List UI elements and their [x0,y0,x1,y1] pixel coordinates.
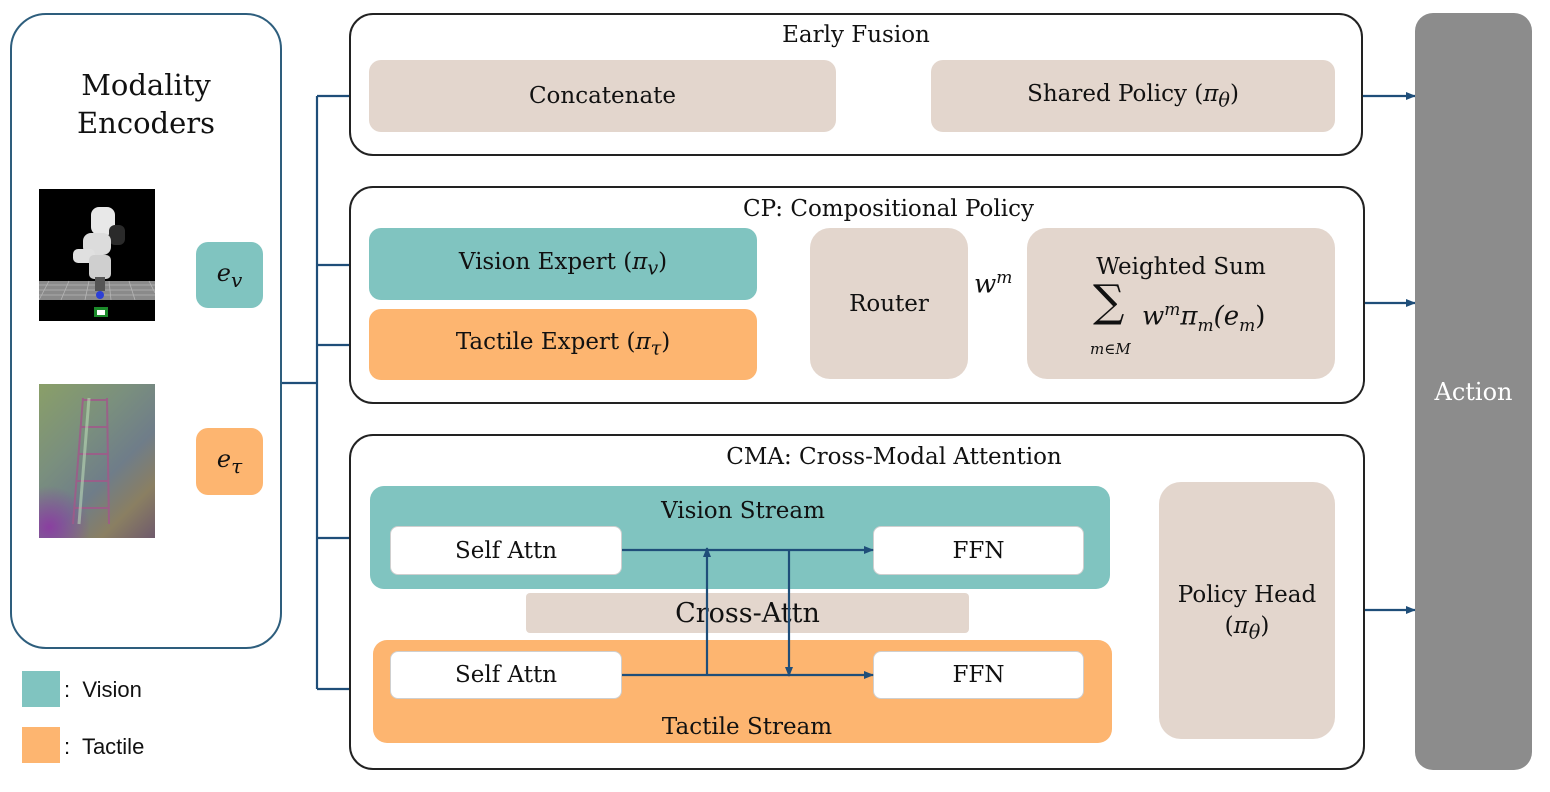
action-label: Action [1434,377,1513,406]
ev-subscript: v [230,267,243,292]
weighted-sum-box: Weighted Sum ∑ m∈M wmπm(em) [1027,228,1335,379]
title-line-1: Modality [81,68,211,102]
vision-stream-label: Vision Stream [661,498,825,524]
weighted-sum-title: Weighted Sum [1096,254,1266,280]
tactile-self-attn-label: Self Attn [454,662,558,688]
router-weight-label: wm [974,268,1012,300]
et-symbol: e [216,445,232,474]
policy-head-box: Policy Head (πθ) [1159,482,1335,739]
tactile-sensor-image [39,384,155,538]
policy-head-label: Policy Head [1177,582,1317,608]
vision-ffn-label: FFN [952,537,1005,564]
wm-sup: m [996,268,1013,288]
legend-tactile-swatch [22,727,60,763]
shared-policy-pi: π [1203,80,1219,107]
router-box: Router [810,228,968,379]
robot-simulation-image [39,189,155,321]
vision-expert-sub: v [647,256,659,280]
expr-arg-sub: m [1239,315,1256,336]
policy-head-pi: π [1233,613,1249,639]
expr-pi-sub: m [1197,315,1214,336]
expr-w: w [1142,301,1165,332]
concatenate-box: Concatenate [369,60,836,132]
cross-modal-attention-title: CMA: Cross-Modal Attention [726,444,1062,470]
shared-policy-theta: θ [1218,88,1230,112]
expr-w-sup: m [1164,300,1181,320]
weighted-sum-expression: wmπm(em) [1142,300,1265,336]
vision-self-attn-box: Self Attn [390,526,622,575]
cross-attn-box: Cross-Attn [526,593,969,633]
tactile-self-attn-box: Self Attn [390,651,622,699]
expr-arg: (e [1213,301,1240,332]
vision-self-attn-label: Self Attn [454,537,558,564]
policy-head-symbol: (πθ) [1224,613,1270,644]
concatenate-label: Concatenate [528,83,677,109]
tactile-expert-close: ) [661,329,671,356]
tactile-embedding-box: eτ [196,428,263,495]
tactile-expert-box: Tactile Expert (πτ) [369,309,757,380]
vision-ffn-box: FFN [873,526,1084,575]
et-subscript: τ [231,453,243,478]
ev-symbol: e [216,258,231,287]
vision-expert-pi: π [632,248,648,275]
shared-policy-box: Shared Policy (πθ) [931,60,1335,132]
legend-vision-label: : Vision [64,677,142,702]
action-output-box: Action [1415,13,1532,770]
tactile-expert-pi: π [635,329,651,356]
sigma-subscript: m∈M [1090,340,1131,358]
shared-policy-close: ) [1229,80,1239,107]
modality-encoders-panel [10,13,282,649]
tactile-ffn-box: FFN [873,651,1084,699]
modality-encoders-title: Modality Encoders [40,66,252,142]
expr-close: ) [1255,301,1266,332]
shared-policy-label: Shared Policy ( [1027,80,1204,107]
compositional-policy-title: CP: Compositional Policy [743,196,1034,222]
tactile-expert-label: Tactile Expert ( [455,329,636,356]
title-line-2: Encoders [76,106,216,140]
vision-expert-label: Vision Expert ( [458,248,633,275]
policy-head-theta: θ [1248,620,1261,644]
tactile-expert-sub: τ [650,336,662,360]
vision-expert-box: Vision Expert (πv) [369,228,757,300]
cross-attn-label: Cross-Attn [675,597,820,629]
vision-embedding-box: ev [196,242,263,308]
expr-pi: π [1180,301,1198,332]
early-fusion-title: Early Fusion [782,22,930,48]
tactile-stream-label: Tactile Stream [661,714,833,740]
tactile-ffn-label: FFN [952,662,1005,688]
sigma-symbol: ∑ [1093,276,1125,327]
vision-expert-close: ) [658,248,668,275]
router-label: Router [849,290,929,317]
wm-base: w [974,269,997,300]
legend-vision-swatch [22,671,60,707]
legend-tactile-label: : Tactile [64,734,145,759]
